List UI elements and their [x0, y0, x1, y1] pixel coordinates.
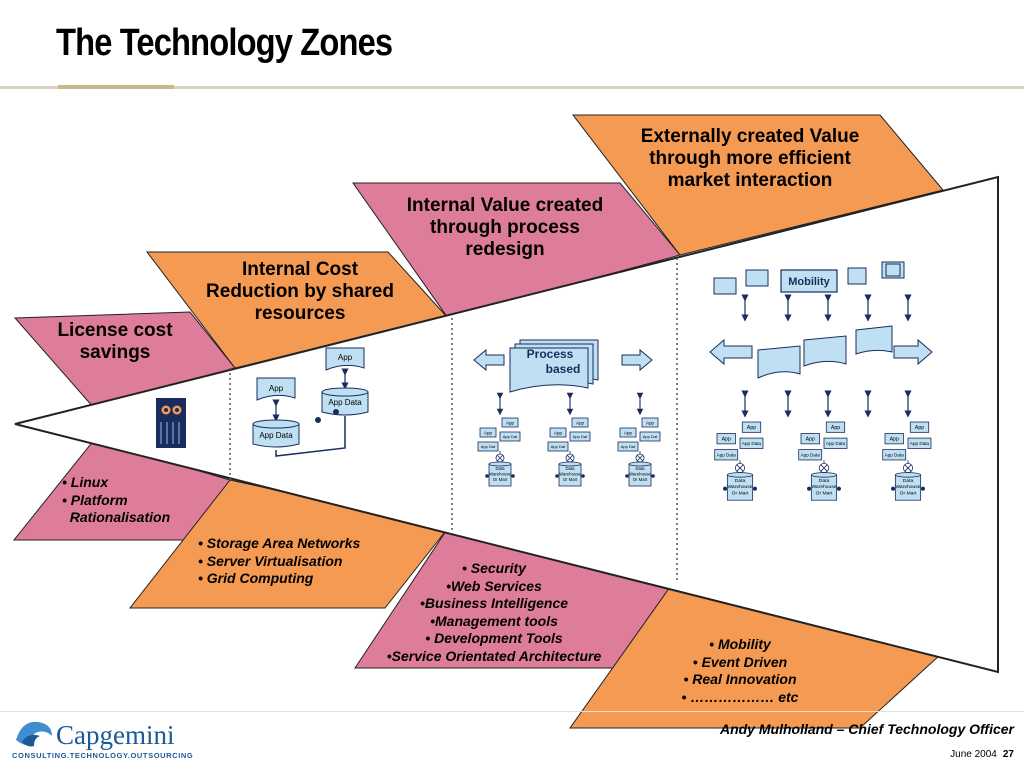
- app-label: App: [506, 420, 515, 425]
- process-based-diagram: Process based: [473, 339, 653, 393]
- data-warehouse-label: Data: [819, 478, 830, 484]
- bullet-item: •Service Orientated Architecture: [386, 647, 602, 664]
- bullet-item: • Development Tools: [425, 630, 563, 646]
- app-label: App: [554, 430, 563, 435]
- app-data-label: App Data: [259, 431, 293, 440]
- app-data-label: App Data: [801, 453, 821, 458]
- app-label: App: [831, 425, 840, 431]
- bullet-item: •Management tools: [430, 612, 558, 629]
- zone1-bullets: • Linux • Platform Rationalisation: [62, 474, 170, 527]
- footer-author: Andy Mulholland – Chief Technology Offic…: [719, 721, 1014, 737]
- capgemini-logo: Capgemini CONSULTING.TECHNOLOGY.OUTSOURC…: [12, 720, 194, 760]
- shared-storage-diagram: App App Data App App Data: [252, 347, 369, 457]
- page-number: 27: [1002, 749, 1014, 760]
- bullet-item: • Event Driven: [692, 653, 788, 670]
- app-label: App: [338, 353, 353, 362]
- left-arrow-icon: [473, 348, 505, 372]
- data-warehouse-label: Data: [903, 478, 914, 484]
- bullet-item: • Mobility: [709, 636, 771, 652]
- app-data-label: App Dat: [481, 444, 496, 449]
- bullet-item: • Server Virtualisation: [198, 552, 343, 569]
- data-warehouse-label: Or Mart: [633, 477, 648, 482]
- app-data-label: App Data: [885, 453, 905, 458]
- zone3-bullets: • Security •Web Services •Business Intel…: [356, 560, 632, 665]
- app-data-label: App Data: [328, 398, 362, 407]
- title-divider: [0, 86, 1024, 89]
- app-data-label: App Data: [910, 441, 930, 446]
- data-warehouse-label: Or Mart: [816, 490, 833, 496]
- app-label: App: [806, 437, 815, 443]
- zone2-bullets: • Storage Area Networks • Server Virtual…: [198, 535, 360, 588]
- zone4-bullets: • Mobility • Event Driven • Real Innovat…: [640, 636, 840, 706]
- left-arrow-icon: [709, 338, 753, 366]
- title-accent-bar: [58, 85, 174, 89]
- app-label: App: [484, 430, 493, 435]
- data-warehouse-label: Or Mart: [563, 477, 578, 482]
- bullet-item: •Web Services: [446, 577, 542, 594]
- app-label: App: [646, 420, 655, 425]
- bullet-item: • Real Innovation: [683, 671, 797, 687]
- bullet-item: • Linux: [62, 474, 109, 490]
- mobility-diagram: Mobility: [709, 261, 933, 418]
- process-label: Process: [527, 347, 574, 361]
- app-data-label: App Data: [742, 441, 762, 446]
- data-warehouse-label: Data: [565, 466, 575, 471]
- bullet-item: Rationalisation: [62, 509, 171, 525]
- app-data-label: App Data: [717, 453, 737, 458]
- bullet-item: • ……………… etc: [681, 688, 799, 705]
- data-warehouse-label: Or Mart: [493, 477, 508, 482]
- bullet-item: •Business Intelligence: [419, 595, 569, 611]
- app-data-label: App Dat: [551, 444, 566, 449]
- app-data-label: App Dat: [573, 434, 588, 439]
- spade-logo-icon: [16, 721, 52, 747]
- data-warehouse-label: Warehouse: [489, 472, 511, 477]
- page-title: The Technology Zones: [56, 22, 393, 64]
- bullet-item: • Grid Computing: [198, 570, 314, 586]
- right-arrow-icon: [621, 348, 653, 372]
- data-warehouse-label: Data: [735, 478, 746, 484]
- process-label: based: [546, 362, 581, 376]
- data-warehouse-label: Data: [495, 466, 505, 471]
- bullet-item: • Security: [461, 560, 527, 576]
- bullet-item: • Storage Area Networks: [198, 535, 361, 551]
- app-label: App: [722, 437, 731, 443]
- app-label: App: [576, 420, 585, 425]
- app-label: App: [269, 384, 284, 393]
- data-warehouse-label: Warehouse: [811, 484, 836, 490]
- data-warehouse-label: Warehouse: [727, 484, 752, 490]
- data-warehouse-label: Warehouse: [559, 472, 581, 477]
- data-warehouse-label: Or Mart: [732, 490, 749, 496]
- server-icon: [156, 398, 186, 448]
- data-warehouse-label: Warehouse: [629, 472, 651, 477]
- app-data-label: App Dat: [643, 434, 658, 439]
- app-label: App: [915, 425, 924, 431]
- app-label: App: [624, 430, 633, 435]
- data-warehouse-label: Warehouse: [895, 484, 920, 490]
- app-data-label: App Data: [826, 441, 846, 446]
- mobility-label: Mobility: [788, 276, 830, 288]
- app-data-label: App Dat: [503, 434, 518, 439]
- data-warehouse-label: Or Mart: [900, 490, 917, 496]
- data-warehouse-label: Data: [635, 466, 645, 471]
- footer-divider: [0, 711, 1024, 712]
- app-label: App: [890, 437, 899, 443]
- app-label: App: [747, 425, 756, 431]
- app-data-label: App Dat: [621, 444, 636, 449]
- right-arrow-icon: [893, 338, 933, 366]
- bullet-item: • Platform: [62, 491, 128, 508]
